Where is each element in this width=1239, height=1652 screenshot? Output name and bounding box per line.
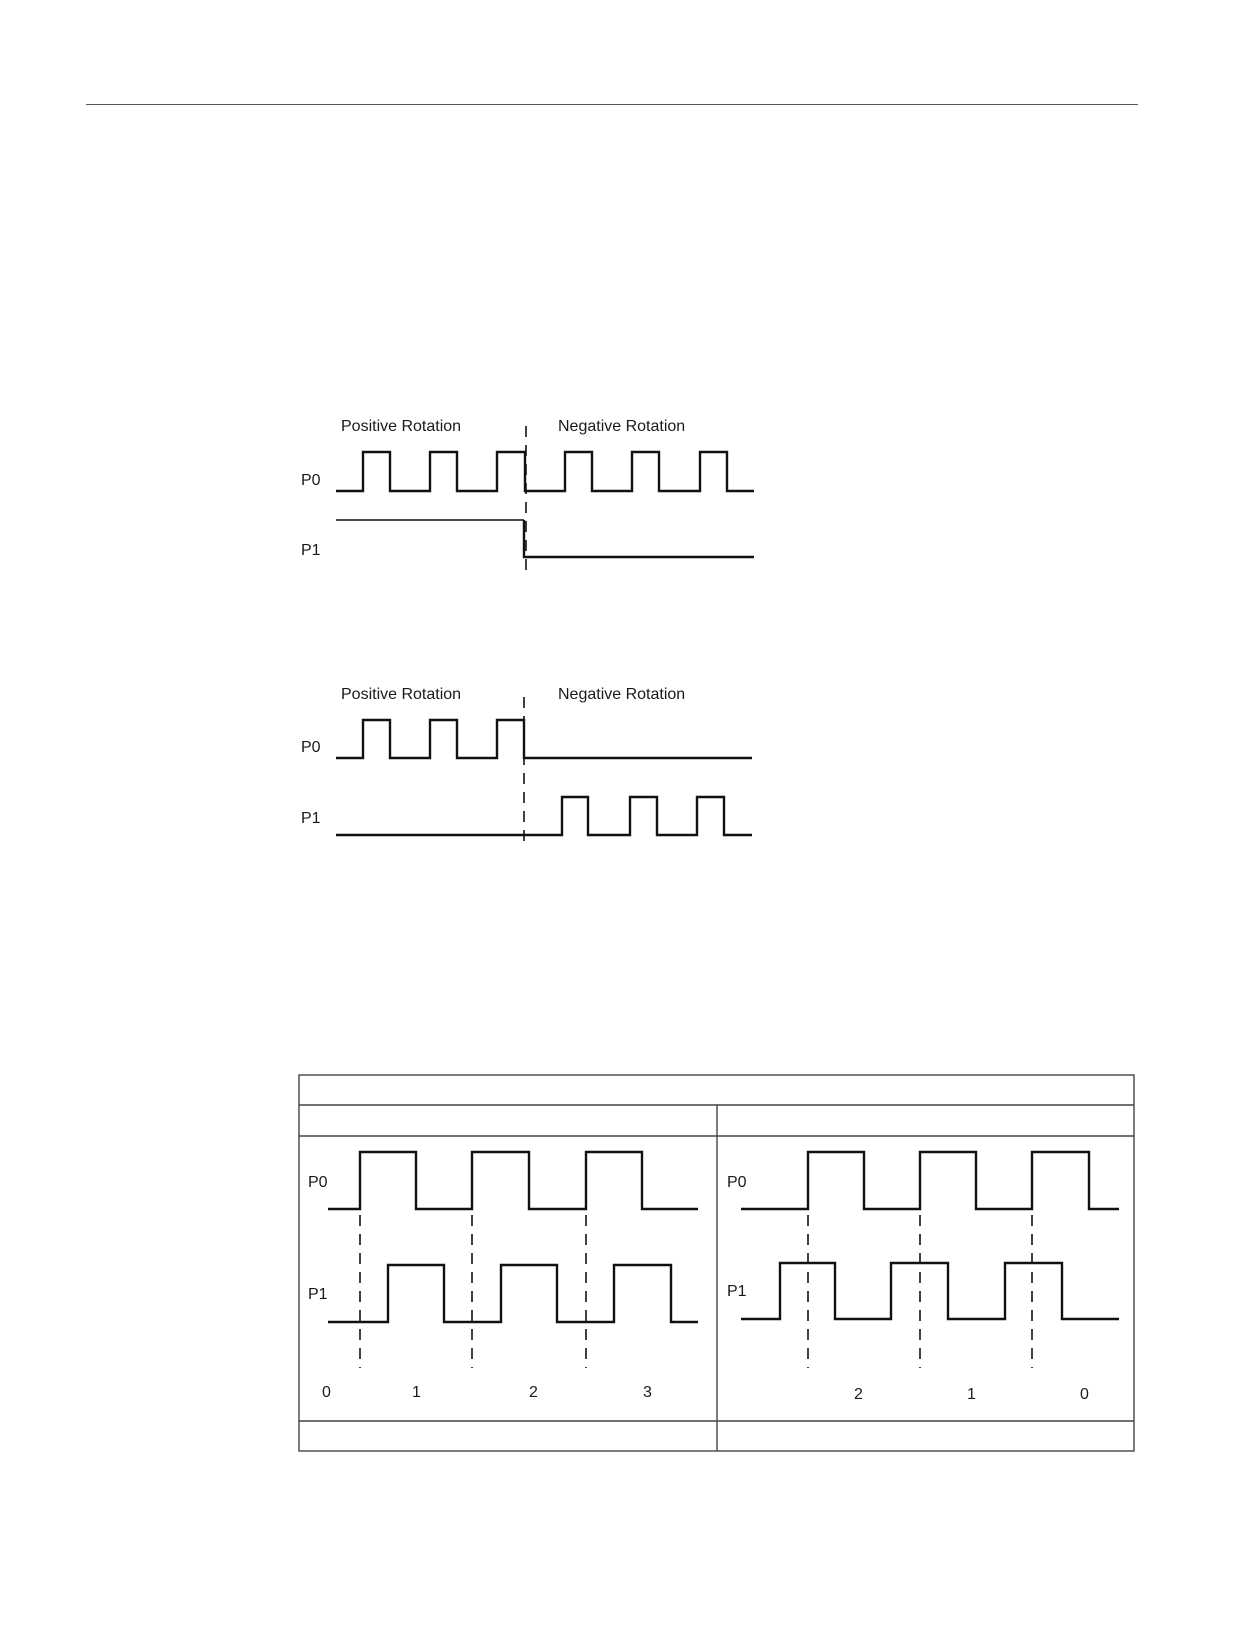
- quadrature-table: P0 P1 0 1 2 3 P0 P1 2 1 0: [298, 1074, 1135, 1452]
- label-p0: P0: [301, 739, 321, 756]
- waveform-p1: [328, 1263, 698, 1324]
- count-label: 3: [643, 1384, 652, 1401]
- diagram-pulse-direction: Positive Rotation Negative Rotation P0 P…: [301, 418, 754, 578]
- count-label: 2: [529, 1384, 538, 1401]
- heading-positive-rotation: Positive Rotation: [341, 418, 461, 435]
- diagram-two-pulse: Positive Rotation Negative Rotation P0 P…: [301, 686, 752, 845]
- waveform-p1-low: [522, 520, 754, 559]
- label-p1: P1: [301, 542, 321, 559]
- count-label: 0: [1080, 1386, 1089, 1403]
- waveform-p0: [328, 1150, 698, 1211]
- label-p0: P0: [301, 472, 321, 489]
- heading-negative-rotation: Negative Rotation: [558, 418, 685, 435]
- label-p1: P1: [727, 1283, 747, 1300]
- label-p0: P0: [308, 1174, 328, 1191]
- heading-negative-rotation: Negative Rotation: [558, 686, 685, 703]
- waveform-p0: [336, 450, 754, 493]
- waveform-p0: [336, 718, 752, 760]
- quadrature-reverse: P0 P1 2 1 0: [727, 1150, 1119, 1403]
- label-p1: P1: [308, 1286, 328, 1303]
- count-label: 2: [854, 1386, 863, 1403]
- top-rule: [86, 104, 1138, 105]
- quadrature-forward: P0 P1 0 1 2 3: [308, 1150, 698, 1401]
- waveform-p1: [741, 1261, 1119, 1321]
- label-p0: P0: [727, 1174, 747, 1191]
- waveform-p1: [336, 795, 752, 837]
- count-label: 1: [412, 1384, 421, 1401]
- count-label: 1: [967, 1386, 976, 1403]
- heading-positive-rotation: Positive Rotation: [341, 686, 461, 703]
- waveform-p0: [741, 1150, 1119, 1211]
- count-label: 0: [322, 1384, 331, 1401]
- label-p1: P1: [301, 810, 321, 827]
